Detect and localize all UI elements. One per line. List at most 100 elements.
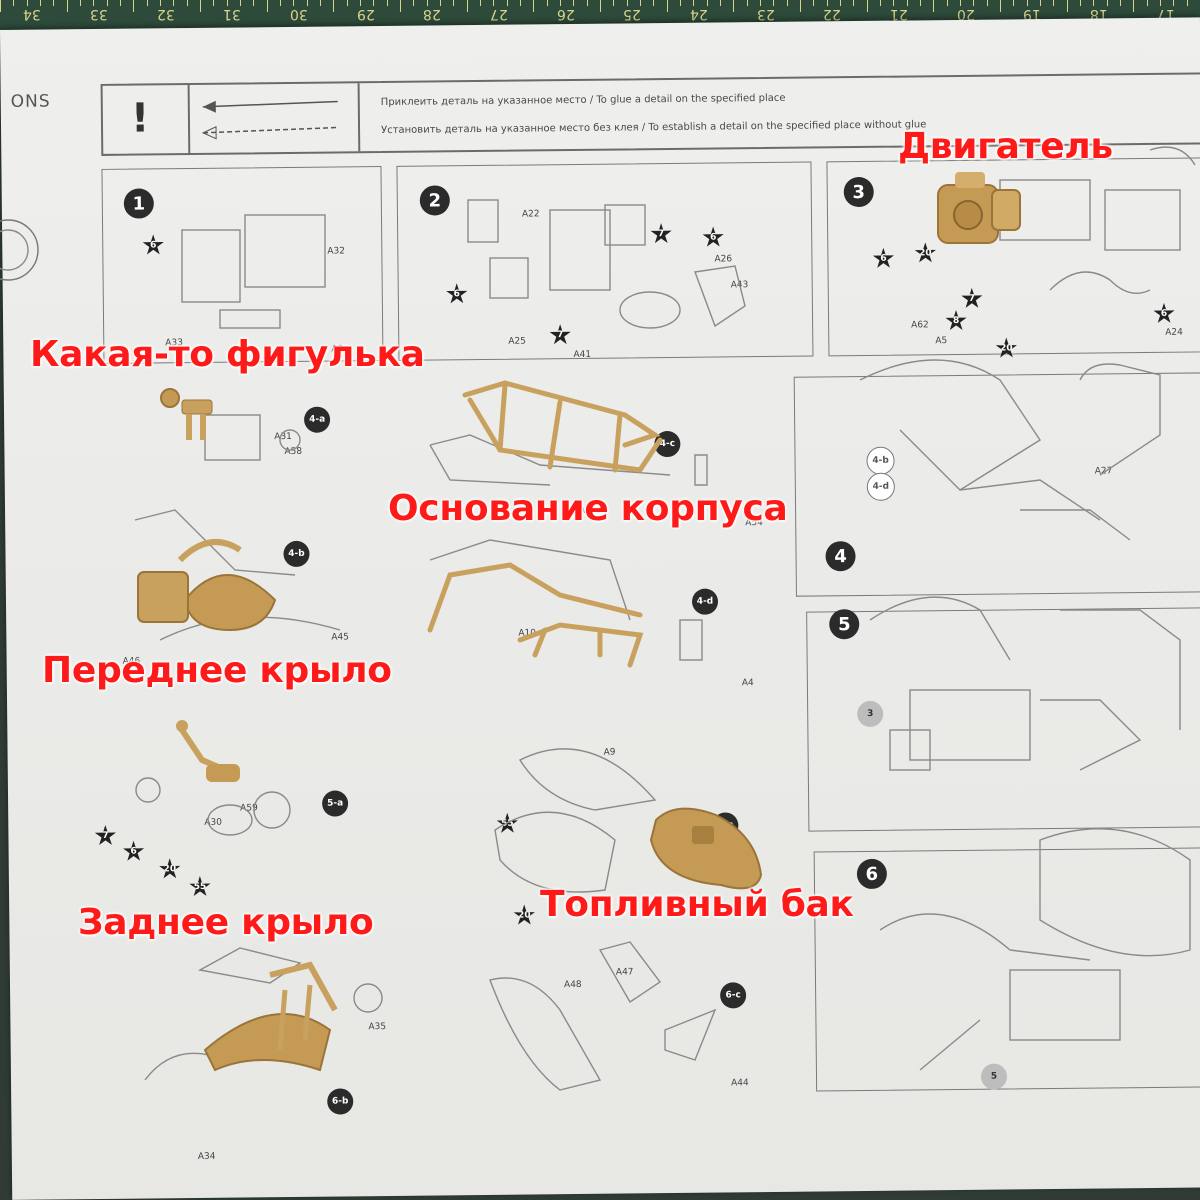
ruler-tick (266, 0, 268, 12)
ruler-tick (813, 0, 815, 6)
caption-frame: Основание корпуса (388, 488, 788, 529)
ruler-tick (720, 0, 721, 6)
ruler-tick (546, 0, 548, 6)
ruler-tick (253, 0, 255, 6)
ruler-tick (1093, 0, 1095, 6)
ruler-tick (920, 0, 921, 6)
ruler-tick (666, 0, 668, 12)
ruler-tick (93, 0, 95, 6)
ruler-tick (653, 0, 655, 6)
ruler-tick (1000, 0, 1001, 12)
ruler-tick (53, 0, 55, 6)
ruler-tick (1080, 0, 1081, 6)
caption-fuel-tank: Топливный бак (540, 884, 854, 925)
ruler-tick (960, 0, 961, 6)
ruler-tick (426, 0, 428, 6)
ruler-tick (800, 0, 801, 12)
ruler-tick (693, 0, 695, 6)
ruler-tick (240, 0, 241, 6)
ruler-tick (906, 0, 908, 6)
ruler-tick (440, 0, 441, 6)
glue-arrow-icons (201, 100, 339, 140)
ruler-tick (1040, 0, 1041, 6)
ruler-tick (866, 0, 868, 12)
ruler-tick (26, 0, 28, 6)
ruler-tick (413, 0, 415, 6)
ruler-tick (146, 0, 148, 6)
ruler-tick (453, 0, 455, 6)
ruler-tick (586, 0, 588, 6)
ruler-tick (573, 0, 575, 6)
ruler-tick (613, 0, 615, 6)
ruler-tick (600, 0, 601, 12)
ruler-tick (173, 0, 175, 6)
ruler-tick (640, 0, 641, 6)
ruler-tick (933, 0, 935, 12)
ruler-tick (1066, 0, 1068, 12)
ruler-tick (853, 0, 855, 6)
ruler-tick (1173, 0, 1175, 6)
ruler-tick (133, 0, 135, 12)
ruler-tick (626, 0, 628, 6)
ruler-tick (746, 0, 748, 6)
ruler-tick (506, 0, 508, 6)
plastic-parts (137, 172, 1021, 1072)
engine-part (937, 172, 1021, 244)
ruler-tick (826, 0, 828, 6)
ruler-tick (186, 0, 188, 6)
ruler-tick (986, 0, 988, 6)
ruler-tick (1160, 0, 1161, 6)
ruler-tick (466, 0, 468, 12)
gizmo-part (160, 388, 213, 440)
frame-part-lower (427, 562, 644, 668)
ruler-tick (333, 0, 335, 12)
legend-arrows-cell (187, 83, 361, 154)
ruler-tick (13, 0, 15, 6)
ruler-tick (66, 0, 68, 12)
caption-front-fender: Переднее крыло (42, 650, 392, 691)
ruler-tick (160, 0, 161, 6)
ruler-tick (1133, 0, 1135, 12)
ruler-tick (320, 0, 321, 6)
ruler-tick (280, 0, 281, 6)
ruler-tick (1106, 0, 1108, 6)
ruler-tick (733, 0, 735, 12)
ruler-tick (226, 0, 228, 6)
ruler-tick (1146, 0, 1148, 6)
small-parts-5a (176, 720, 240, 782)
ruler-tick (680, 0, 681, 6)
ruler-tick (706, 0, 708, 6)
ruler-tick (360, 0, 361, 6)
ruler-tick (560, 0, 561, 6)
ruler-tick (760, 0, 761, 6)
ruler-tick (1026, 0, 1028, 6)
ruler-tick (346, 0, 348, 6)
ruler-tick (1053, 0, 1055, 6)
rear-fender-part (203, 961, 338, 1072)
caption-engine: Двигатель (898, 126, 1113, 167)
ruler-tick (973, 0, 975, 6)
ruler-tick (213, 0, 215, 6)
ruler-tick (946, 0, 948, 6)
ruler-tick (520, 0, 521, 6)
ruler-tick (120, 0, 121, 6)
ruler-tick (773, 0, 775, 6)
ruler-tick (106, 0, 108, 6)
ruler-tick (480, 0, 481, 6)
ruler-tick (0, 0, 1, 12)
caption-gizmo: Какая-то фигулька (30, 334, 425, 375)
ruler-tick (386, 0, 388, 6)
caption-rear-fender: Заднее крыло (78, 902, 374, 943)
ruler-tick (1013, 0, 1015, 6)
legend-frame: ! Приклеить деталь на указанное место / … (100, 72, 1200, 156)
ruler-tick (40, 0, 41, 6)
ruler-tick (400, 0, 401, 12)
ruler-tick (880, 0, 881, 6)
frame-part-upper (462, 380, 663, 473)
ruler-tick (293, 0, 295, 6)
ruler-tick (493, 0, 495, 6)
ruler-tick (200, 0, 201, 12)
ruler-tick (373, 0, 375, 6)
